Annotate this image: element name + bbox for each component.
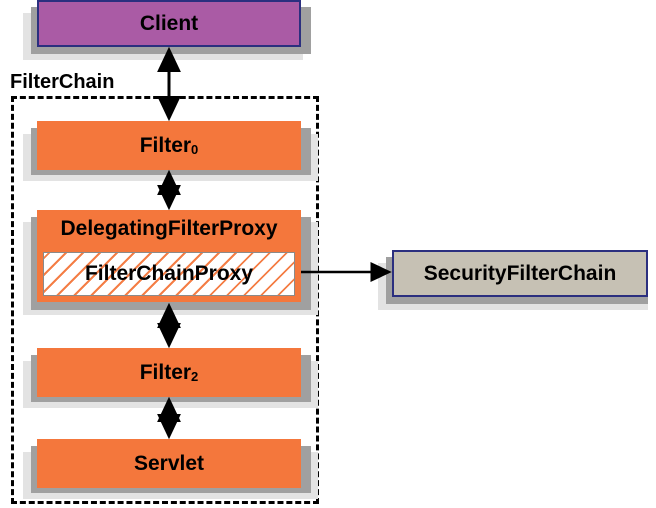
filter0-text: Filter: [139, 133, 192, 157]
filter2-text: Filter: [139, 360, 192, 384]
dfp-body: DelegatingFilterProxy FilterChainProxy: [37, 210, 301, 302]
security-filter-chain-label: SecurityFilterChain: [392, 250, 648, 297]
filter-chain-proxy-label: FilterChainProxy: [84, 262, 254, 285]
filter-chain-group-label: FilterChain: [10, 71, 115, 93]
client-label: Client: [37, 0, 301, 47]
dfp-title-label: DelegatingFilterProxy: [60, 217, 278, 240]
filter0-subscript: 0: [191, 142, 199, 158]
filter2-subscript: 2: [191, 369, 199, 385]
servlet-label: Servlet: [37, 439, 301, 488]
node-filter-chain-proxy[interactable]: FilterChainProxy: [43, 252, 295, 296]
